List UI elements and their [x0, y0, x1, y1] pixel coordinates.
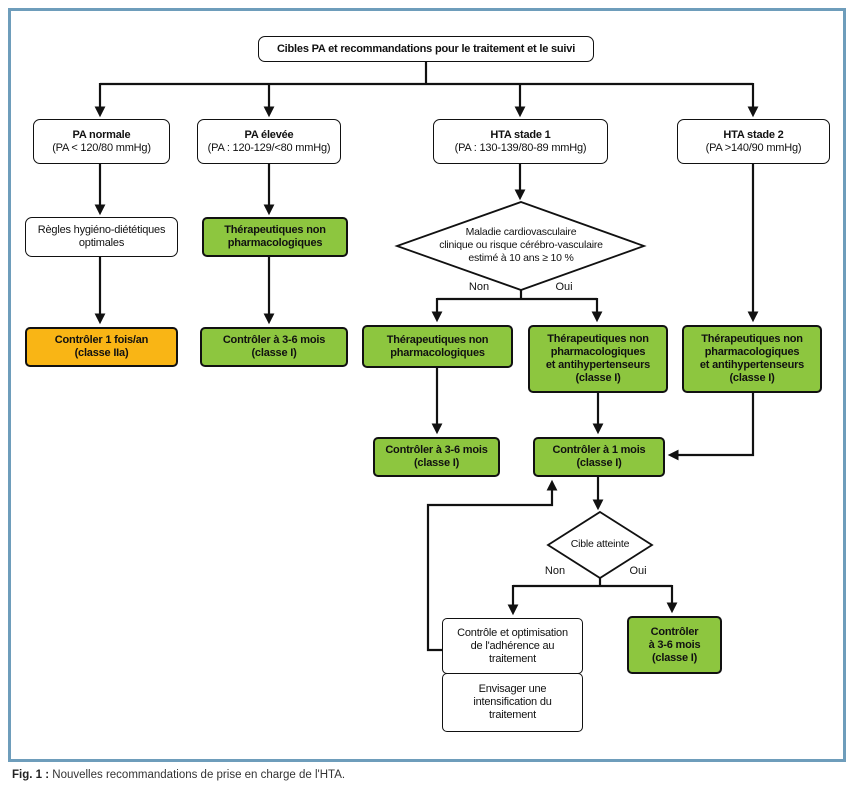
node-regles-hygieno: Règles hygiéno-diététiques optimales — [25, 217, 178, 257]
node-subtext: (PA : 130-139/80-89 mmHg) — [454, 141, 587, 154]
decision-cible-text: Cible atteinte — [570, 538, 630, 550]
node-text: Thérapeutiques non — [547, 333, 649, 345]
node-text: (classe IIa) — [74, 347, 129, 359]
node-text: Maladie cardiovasculaire — [465, 226, 577, 238]
node-hta-stade1: HTA stade 1 (PA : 130-139/80-89 mmHg) — [433, 119, 608, 164]
node-controler-36-oui: Contrôler à 3-6 mois (classe I) — [627, 616, 722, 674]
node-text: pharmacologiques — [704, 346, 800, 358]
node-text: à 3-6 mois — [648, 638, 701, 651]
node-text: Thérapeutiques non — [224, 224, 326, 236]
node-heading: PA normale — [72, 128, 131, 141]
node-text: Contrôler à 3-6 mois — [385, 444, 488, 456]
node-text: clinique ou risque cérébro-vasculaire — [439, 239, 603, 251]
node-title: Cibles PA et recommandations pour le tra… — [258, 36, 594, 62]
node-heading: HTA stade 2 — [723, 128, 784, 141]
node-text: pharmacologiques — [227, 237, 323, 249]
node-therapeutiques-antihypertenseurs-col4: Thérapeutiques non pharmacologiques et a… — [682, 325, 822, 393]
decision-risque-text: Maladie cardiovasculaire clinique ou ris… — [401, 226, 641, 265]
node-text: Contrôler à 1 mois — [552, 444, 646, 456]
node-text: traitement — [489, 652, 536, 665]
node-heading: PA élevée — [244, 128, 294, 141]
node-pa-elevee: PA élevée (PA : 120-129/<80 mmHg) — [197, 119, 341, 164]
node-therapeutiques-antihypertenseurs-oui: Thérapeutiques non pharmacologiques et a… — [528, 325, 668, 393]
node-text: (classe I) — [651, 651, 698, 664]
node-text: Contrôle et optimisation — [457, 626, 568, 639]
node-text: pharmacologiques — [390, 346, 485, 359]
node-text: de l'adhérence au — [470, 639, 555, 652]
node-text: (classe I) — [251, 347, 297, 359]
node-text: et antihypertenseurs — [545, 359, 651, 371]
node-subtext: (PA : 120-129/<80 mmHg) — [207, 141, 331, 154]
node-subtext: (PA < 120/80 mmHg) — [52, 141, 151, 154]
node-text: estimé à 10 ans ≥ 10 % — [468, 252, 574, 264]
figure-caption: Fig. 1 : Nouvelles recommandations de pr… — [12, 769, 345, 781]
node-text: (classe I) — [413, 457, 460, 469]
node-text: optimales — [78, 237, 125, 249]
node-text: pharmacologiques — [550, 346, 646, 358]
node-therapeutiques-col2: Thérapeutiques non pharmacologiques — [202, 217, 348, 257]
node-hta-stade2: HTA stade 2 (PA >140/90 mmHg) — [677, 119, 830, 164]
branch-label-oui-1: Oui — [555, 281, 573, 293]
branch-label-oui-2: Oui — [629, 565, 647, 577]
node-title-text: Cibles PA et recommandations pour le tra… — [276, 42, 576, 55]
node-text: (classe I) — [576, 457, 622, 469]
node-text: Contrôler 1 fois/an — [54, 334, 149, 346]
caption-label: Fig. 1 : — [12, 769, 50, 781]
node-subtext: (PA >140/90 mmHg) — [705, 141, 802, 154]
node-text: Contrôler — [650, 625, 699, 638]
node-text: traitement — [489, 708, 536, 721]
node-pa-normale: PA normale (PA < 120/80 mmHg) — [33, 119, 170, 164]
node-text: (classe I) — [575, 372, 621, 384]
node-controler-1-mois: Contrôler à 1 mois (classe I) — [533, 437, 665, 477]
node-text: et antihypertenseurs — [699, 359, 805, 371]
node-intensification: Envisager une intensification du traitem… — [442, 672, 583, 732]
node-heading: HTA stade 1 — [490, 128, 551, 141]
node-text: (classe I) — [729, 372, 775, 384]
branch-label-non-1: Non — [468, 281, 490, 293]
node-text: Règles hygiéno-diététiques — [37, 224, 166, 236]
node-text: Thérapeutiques non — [701, 333, 803, 345]
node-controler-36-branch: Contrôler à 3-6 mois (classe I) — [373, 437, 500, 477]
branch-label-non-2: Non — [544, 565, 566, 577]
node-controler-36-col2: Contrôler à 3-6 mois (classe I) — [200, 327, 348, 367]
node-controler-1-fois-an: Contrôler 1 fois/an (classe IIa) — [25, 327, 178, 367]
node-text: intensification du — [473, 695, 552, 708]
caption-text: Nouvelles recommandations de prise en ch… — [49, 769, 346, 781]
node-text: Contrôler à 3-6 mois — [222, 334, 326, 346]
node-adherence: Contrôle et optimisation de l'adhérence … — [442, 618, 583, 674]
node-text: Envisager une — [478, 682, 547, 695]
node-therapeutiques-non-branch: Thérapeutiques non pharmacologiques — [362, 325, 513, 368]
node-text: Thérapeutiques non — [386, 333, 489, 346]
